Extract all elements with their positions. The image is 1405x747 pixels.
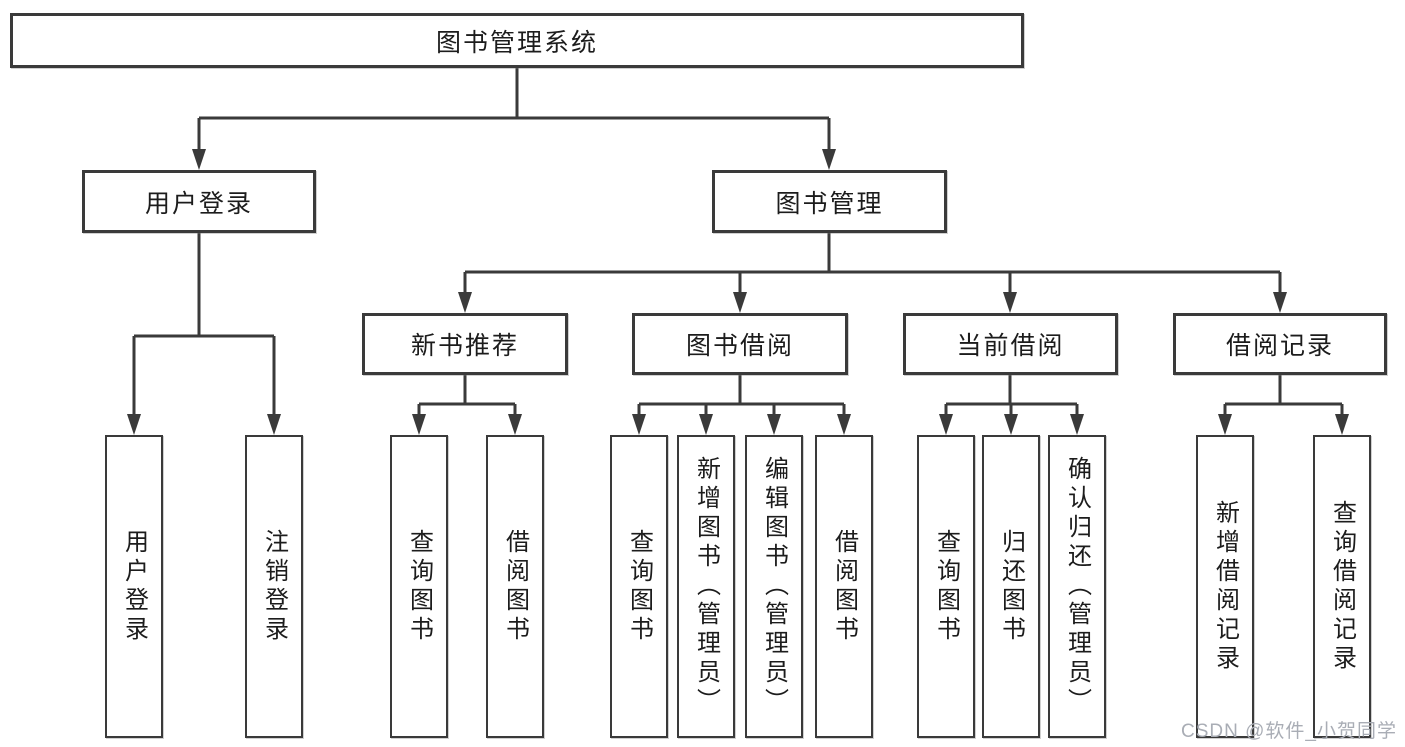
arrow-down-icon	[822, 149, 836, 170]
arrow-down-icon	[632, 414, 646, 435]
arrow-down-icon	[458, 292, 472, 313]
arrow-down-icon	[1004, 414, 1018, 435]
arrow-down-icon	[767, 414, 781, 435]
leaf-query-books: 查询图书	[610, 435, 668, 738]
arrow-down-icon	[699, 414, 713, 435]
node-user-login: 用户登录	[82, 170, 316, 233]
arrow-down-icon	[192, 149, 206, 170]
arrow-down-icon	[1335, 414, 1349, 435]
leaf-edit-books-admin: 编辑图书（管理员）	[745, 435, 803, 738]
arrow-down-icon	[267, 414, 281, 435]
node-system-root: 图书管理系统	[10, 13, 1024, 68]
leaf-return-books: 归还图书	[982, 435, 1040, 738]
arrow-down-icon	[1003, 292, 1017, 313]
leaf-query-books: 查询图书	[390, 435, 448, 738]
leaf-confirm-return-admin: 确认归还（管理员）	[1048, 435, 1106, 738]
leaf-user-login: 用户登录	[105, 435, 163, 738]
node-borrowing-records: 借阅记录	[1173, 313, 1387, 375]
leaf-query-books: 查询图书	[917, 435, 975, 738]
arrow-down-icon	[1273, 292, 1287, 313]
arrow-down-icon	[1070, 414, 1084, 435]
node-new-book-recommendation: 新书推荐	[362, 313, 568, 375]
node-book-management: 图书管理	[712, 170, 947, 233]
arrow-down-icon	[1218, 414, 1232, 435]
node-book-borrowing: 图书借阅	[632, 313, 848, 375]
leaf-borrow-books: 借阅图书	[486, 435, 544, 738]
leaf-borrow-books: 借阅图书	[815, 435, 873, 738]
arrow-down-icon	[837, 414, 851, 435]
arrow-down-icon	[508, 414, 522, 435]
arrow-down-icon	[939, 414, 953, 435]
arrow-down-icon	[127, 414, 141, 435]
node-current-borrowing: 当前借阅	[903, 313, 1118, 375]
arrow-down-icon	[733, 292, 747, 313]
leaf-logout: 注销登录	[245, 435, 303, 738]
leaf-query-borrow-record: 查询借阅记录	[1313, 435, 1371, 738]
leaf-add-borrow-record: 新增借阅记录	[1196, 435, 1254, 738]
leaf-add-books-admin: 新增图书（管理员）	[677, 435, 735, 738]
arrow-down-icon	[412, 414, 426, 435]
watermark: CSDN @软件_小贺同学	[1181, 721, 1397, 742]
